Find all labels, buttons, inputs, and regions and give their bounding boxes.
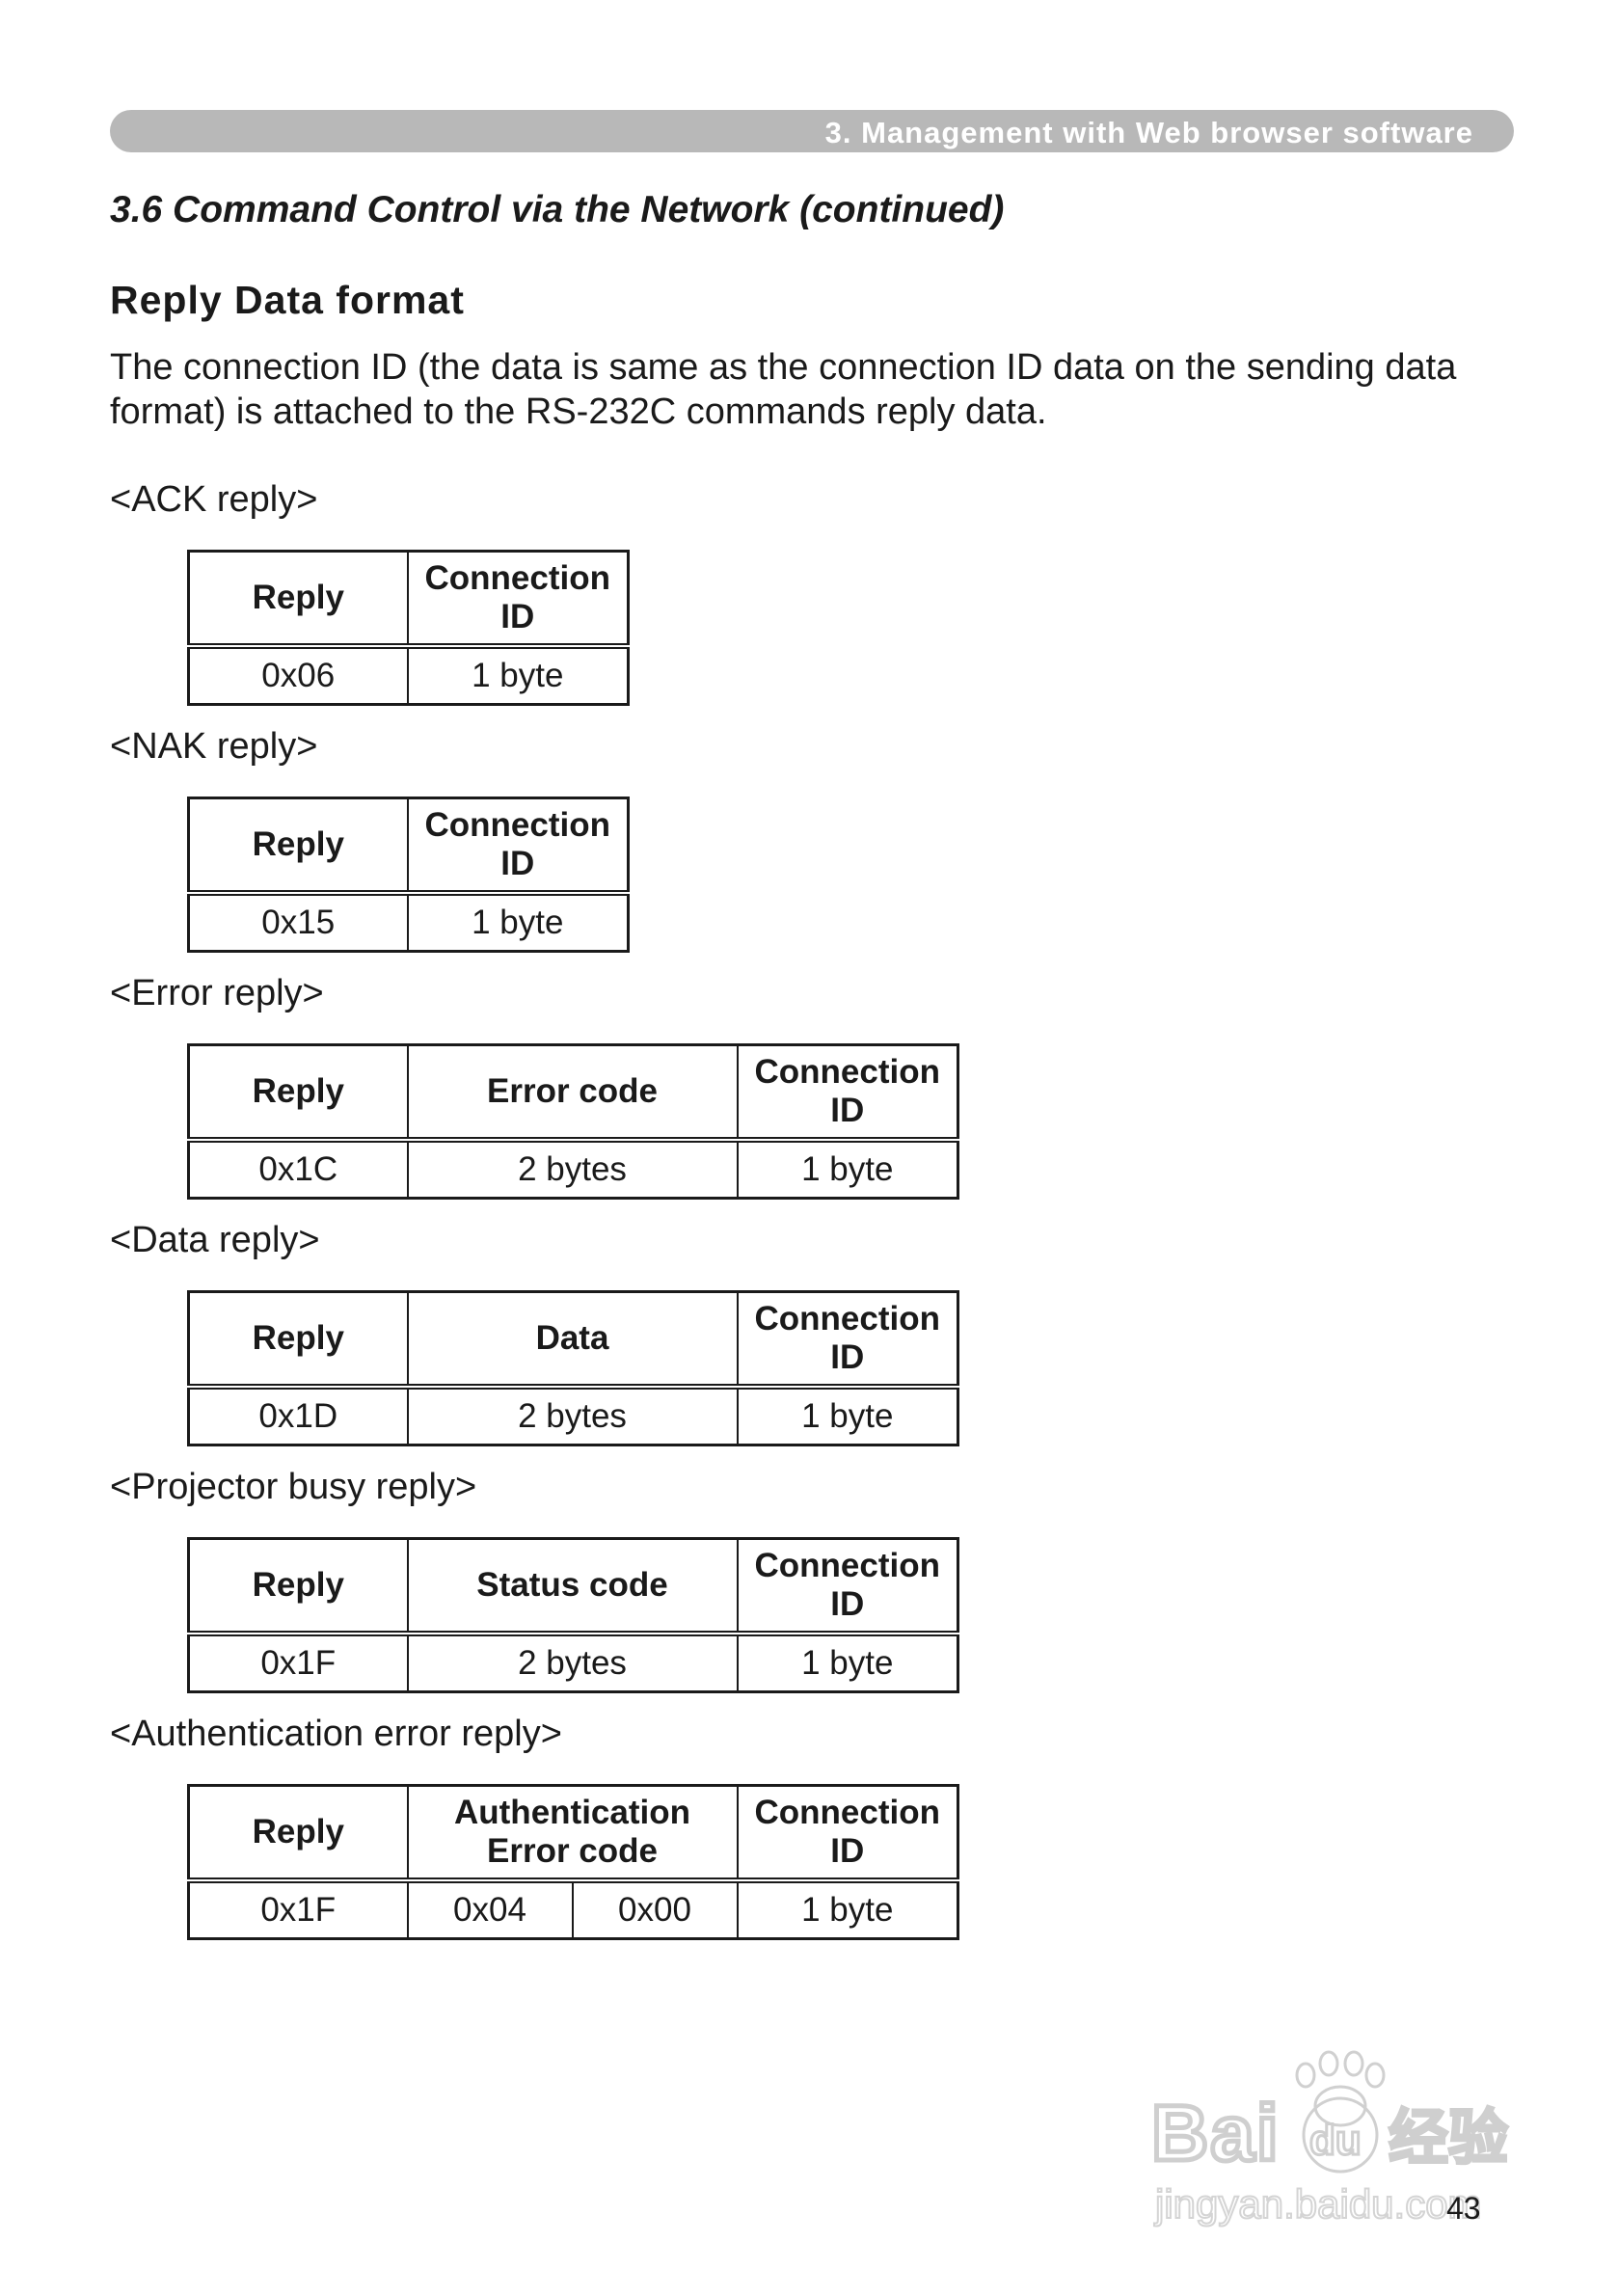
data-reply-label: <Data reply> — [110, 1220, 320, 1260]
value-cell: 0x04 — [406, 1879, 574, 1940]
value-cell: 0x1D — [187, 1386, 409, 1446]
value-cell: 1 byte — [406, 645, 630, 706]
value-cell: 2 bytes — [406, 1139, 739, 1200]
header-cell: Connection ID — [736, 1043, 959, 1143]
value-cell: 1 byte — [406, 892, 630, 953]
header-cell: Connection ID — [736, 1290, 959, 1390]
value-cell: 0x00 — [571, 1879, 739, 1940]
header-title: 3. Management with Web browser software — [824, 116, 1473, 149]
header-cell: Reply — [187, 1537, 409, 1636]
page-number: 43 — [1446, 2191, 1481, 2226]
busy-reply-label: <Projector busy reply> — [110, 1467, 477, 1507]
header-cell: Connection ID — [736, 1784, 959, 1883]
error-reply-table: Reply Error code Connection ID 0x1C 2 by… — [187, 1043, 959, 1200]
header-cell: Connection ID — [406, 550, 630, 649]
nak-reply-label: <NAK reply> — [110, 726, 318, 767]
value-cell: 2 bytes — [406, 1386, 739, 1446]
svg-text:jingyan.baidu.com: jingyan.baidu.com — [1153, 2181, 1482, 2227]
busy-reply-table: Reply Status code Connection ID 0x1F 2 b… — [187, 1537, 959, 1693]
header-cell: Reply — [187, 1043, 409, 1143]
value-cell: 0x06 — [187, 645, 409, 706]
intro-paragraph: The connection ID (the data is same as t… — [110, 347, 1457, 432]
header-cell: Reply — [187, 797, 409, 896]
ack-reply-table: Reply Connection ID 0x06 1 byte — [187, 550, 630, 706]
header-cell: Connection ID — [736, 1537, 959, 1636]
header-cell: Reply — [187, 1784, 409, 1883]
header-cell: Reply — [187, 550, 409, 649]
ack-reply-label: <ACK reply> — [110, 479, 318, 520]
value-cell: 1 byte — [736, 1386, 959, 1446]
value-cell: 1 byte — [736, 1879, 959, 1940]
value-cell: 0x1C — [187, 1139, 409, 1200]
value-cell: 0x1F — [187, 1879, 409, 1940]
header-cell: Data — [406, 1290, 739, 1390]
header-bar: 3. Management with Web browser software — [110, 110, 1514, 152]
header-cell: Authentication Error code — [406, 1784, 739, 1883]
svg-text:经验: 经验 — [1389, 2102, 1508, 2173]
value-cell: 1 byte — [736, 1633, 959, 1693]
svg-text:Bai: Bai — [1151, 2090, 1281, 2177]
auth-reply-table: Reply Authentication Error code Connecti… — [187, 1784, 959, 1940]
header-cell: Connection ID — [406, 797, 630, 896]
value-cell: 0x15 — [187, 892, 409, 953]
error-reply-label: <Error reply> — [110, 973, 324, 1013]
section-title: 3.6 Command Control via the Network (con… — [110, 189, 1005, 230]
value-cell: 0x1F — [187, 1633, 409, 1693]
auth-reply-label: <Authentication error reply> — [110, 1714, 562, 1754]
svg-text:du: du — [1309, 2117, 1362, 2164]
header-cell: Status code — [406, 1537, 739, 1636]
baidu-watermark-logo: Bai du 经验 jingyan.baidu.com — [1151, 2050, 1510, 2228]
header-cell: Reply — [187, 1290, 409, 1390]
data-reply-table: Reply Data Connection ID 0x1D 2 bytes 1 … — [187, 1290, 959, 1446]
value-cell: 1 byte — [736, 1139, 959, 1200]
subheading: Reply Data format — [110, 278, 465, 322]
header-cell: Error code — [406, 1043, 739, 1143]
nak-reply-table: Reply Connection ID 0x15 1 byte — [187, 797, 630, 953]
value-cell: 2 bytes — [406, 1633, 739, 1693]
